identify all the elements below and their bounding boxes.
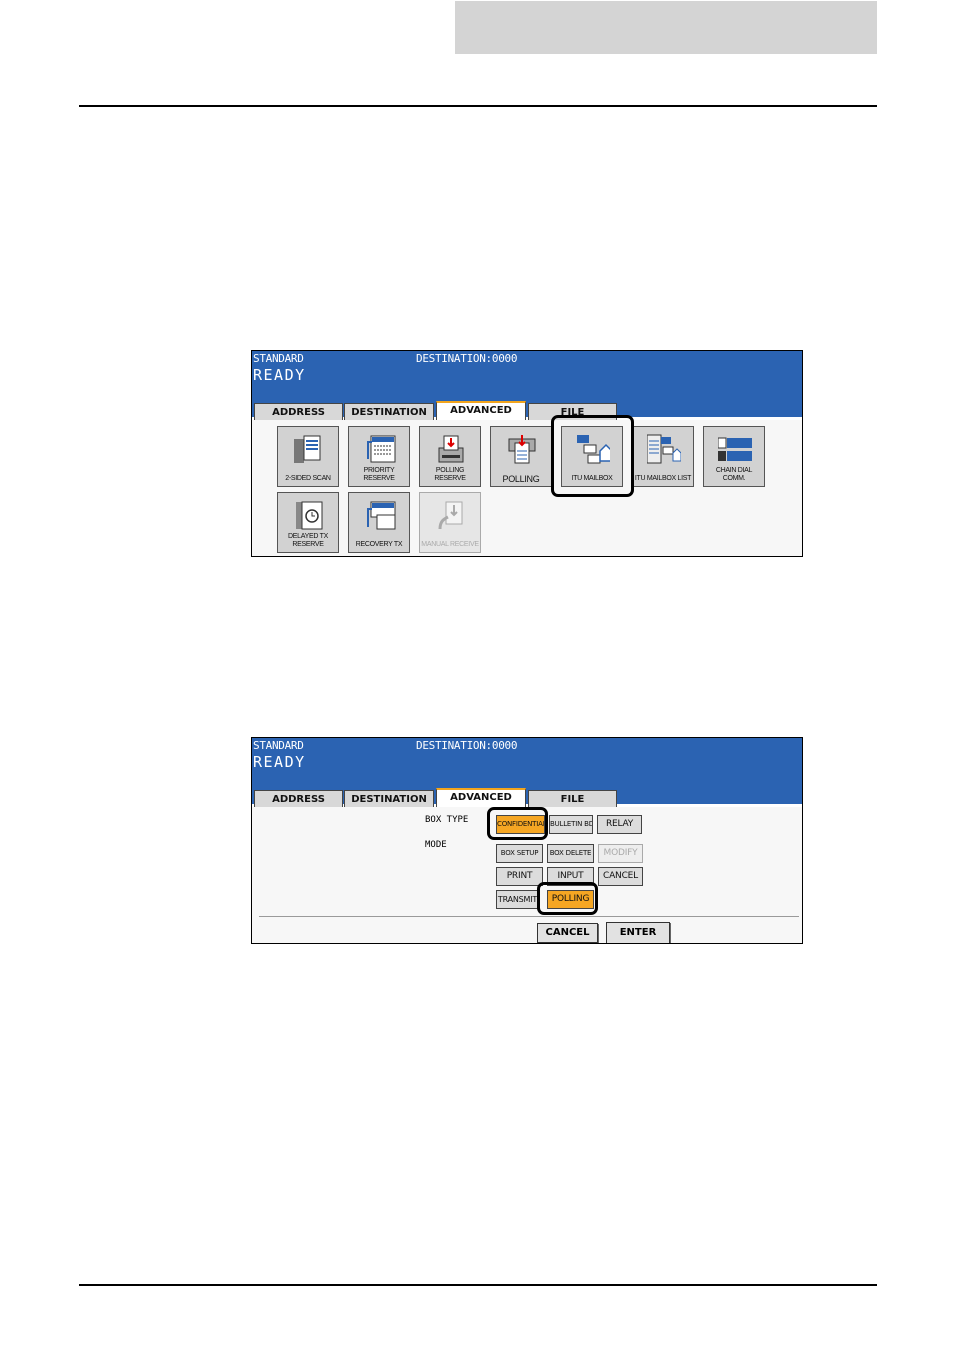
chapter-header-bar <box>455 1 877 54</box>
destination-count: DESTINATION:0000 <box>416 352 518 365</box>
mode-text: STANDARD <box>253 739 304 752</box>
tab-destination[interactable]: DESTINATION <box>344 403 434 420</box>
tab-address[interactable]: ADDRESS <box>254 403 343 420</box>
status-bar: STANDARD DESTINATION:0000 READY <box>252 351 802 417</box>
screen-itu-mailbox: STANDARD DESTINATION:0000 READY ADDRESS … <box>251 737 803 944</box>
polling-reserve-button[interactable]: POLLING RESERVE <box>419 426 481 487</box>
polling-button[interactable]: POLLING <box>490 426 552 487</box>
box-type-label: BOX TYPE <box>425 815 469 825</box>
box-delete-button[interactable]: BOX DELETE <box>547 844 594 863</box>
ready-text: READY <box>253 753 306 771</box>
function-label: ITU MAILBOX LIST <box>634 475 692 482</box>
polling-icon <box>508 435 536 464</box>
status-bar: STANDARD DESTINATION:0000 READY <box>252 738 802 804</box>
manual-receive-icon <box>438 501 463 530</box>
two-sided-scan-button[interactable]: 2-SIDED SCAN <box>277 426 339 487</box>
modify-button[interactable]: MODIFY <box>598 844 643 863</box>
itu-mailbox-list-icon <box>647 434 681 464</box>
itu-mailbox-button[interactable]: ITU MAILBOX <box>561 426 623 487</box>
itu-mailbox-icon <box>577 435 610 464</box>
function-label: POLLING RESERVE <box>434 467 466 482</box>
confidential-callout <box>487 807 548 840</box>
delayed-tx-reserve-button[interactable]: DELAYED TX RESERVE <box>277 492 339 553</box>
function-label: MANUAL RECEIVE <box>421 541 479 548</box>
tab-advanced[interactable]: ADVANCED <box>436 788 526 807</box>
bottom-rule <box>79 1284 877 1286</box>
tab-destination[interactable]: DESTINATION <box>344 790 434 807</box>
function-label: POLLING <box>502 474 540 484</box>
tab-address[interactable]: ADDRESS <box>254 790 343 807</box>
tab-advanced[interactable]: ADVANCED <box>436 401 526 420</box>
polling-callout <box>537 882 598 915</box>
two-sided-scan-icon <box>294 435 321 463</box>
chain-dial-icon <box>718 437 752 461</box>
top-rule <box>79 105 877 107</box>
relay-button[interactable]: RELAY <box>597 815 642 834</box>
tab-file[interactable]: FILE <box>528 790 617 807</box>
polling-reserve-icon <box>438 435 464 463</box>
itu-mailbox-callout <box>551 415 634 497</box>
confidential-button[interactable]: CONFIDENTIAL <box>496 815 545 834</box>
itu-mailbox-list-button[interactable]: ITU MAILBOX LIST <box>632 426 694 487</box>
recovery-tx-icon <box>367 501 396 530</box>
polling-mode-button[interactable]: POLLING <box>547 890 594 909</box>
print-button[interactable]: PRINT <box>496 867 543 886</box>
footer-divider <box>259 916 799 917</box>
recovery-tx-button[interactable]: RECOVERY TX <box>348 492 410 553</box>
screen-advanced-functions: STANDARD DESTINATION:0000 READY ADDRESS … <box>251 350 803 557</box>
function-label: RECOVERY TX <box>355 541 403 548</box>
cancel-button[interactable]: CANCEL <box>537 923 598 943</box>
mode-text: STANDARD <box>253 352 304 365</box>
ready-text: READY <box>253 366 306 384</box>
function-label: DELAYED TX RESERVE <box>288 533 328 548</box>
function-label: 2-SIDED SCAN <box>285 475 331 482</box>
priority-reserve-button[interactable]: PRIORITY RESERVE <box>348 426 410 487</box>
function-label: ITU MAILBOX <box>571 475 613 482</box>
mode-label: MODE <box>425 840 447 850</box>
transmit-button[interactable]: TRANSMIT <box>496 890 539 909</box>
chain-dial-button[interactable]: CHAIN DIAL COMM. <box>703 426 765 487</box>
bulletin-board-button[interactable]: BULLETIN BD <box>549 815 593 834</box>
destination-count: DESTINATION:0000 <box>416 739 518 752</box>
input-button[interactable]: INPUT <box>547 867 594 886</box>
function-grid: 2-SIDED SCAN PRIORITY RESERVE POLLING RE… <box>252 420 802 556</box>
delayed-tx-icon <box>296 501 323 530</box>
mailbox-settings: BOX TYPE CONFIDENTIAL BULLETIN BD RELAY … <box>252 807 802 943</box>
manual-receive-button[interactable]: MANUAL RECEIVE <box>419 492 481 553</box>
cancel-mode-button[interactable]: CANCEL <box>598 867 643 886</box>
enter-button[interactable]: ENTER <box>606 922 670 943</box>
function-label: CHAIN DIAL COMM. <box>715 467 753 482</box>
box-setup-button[interactable]: BOX SETUP <box>496 844 543 863</box>
function-label: PRIORITY RESERVE <box>363 467 395 482</box>
priority-reserve-icon <box>367 435 396 463</box>
